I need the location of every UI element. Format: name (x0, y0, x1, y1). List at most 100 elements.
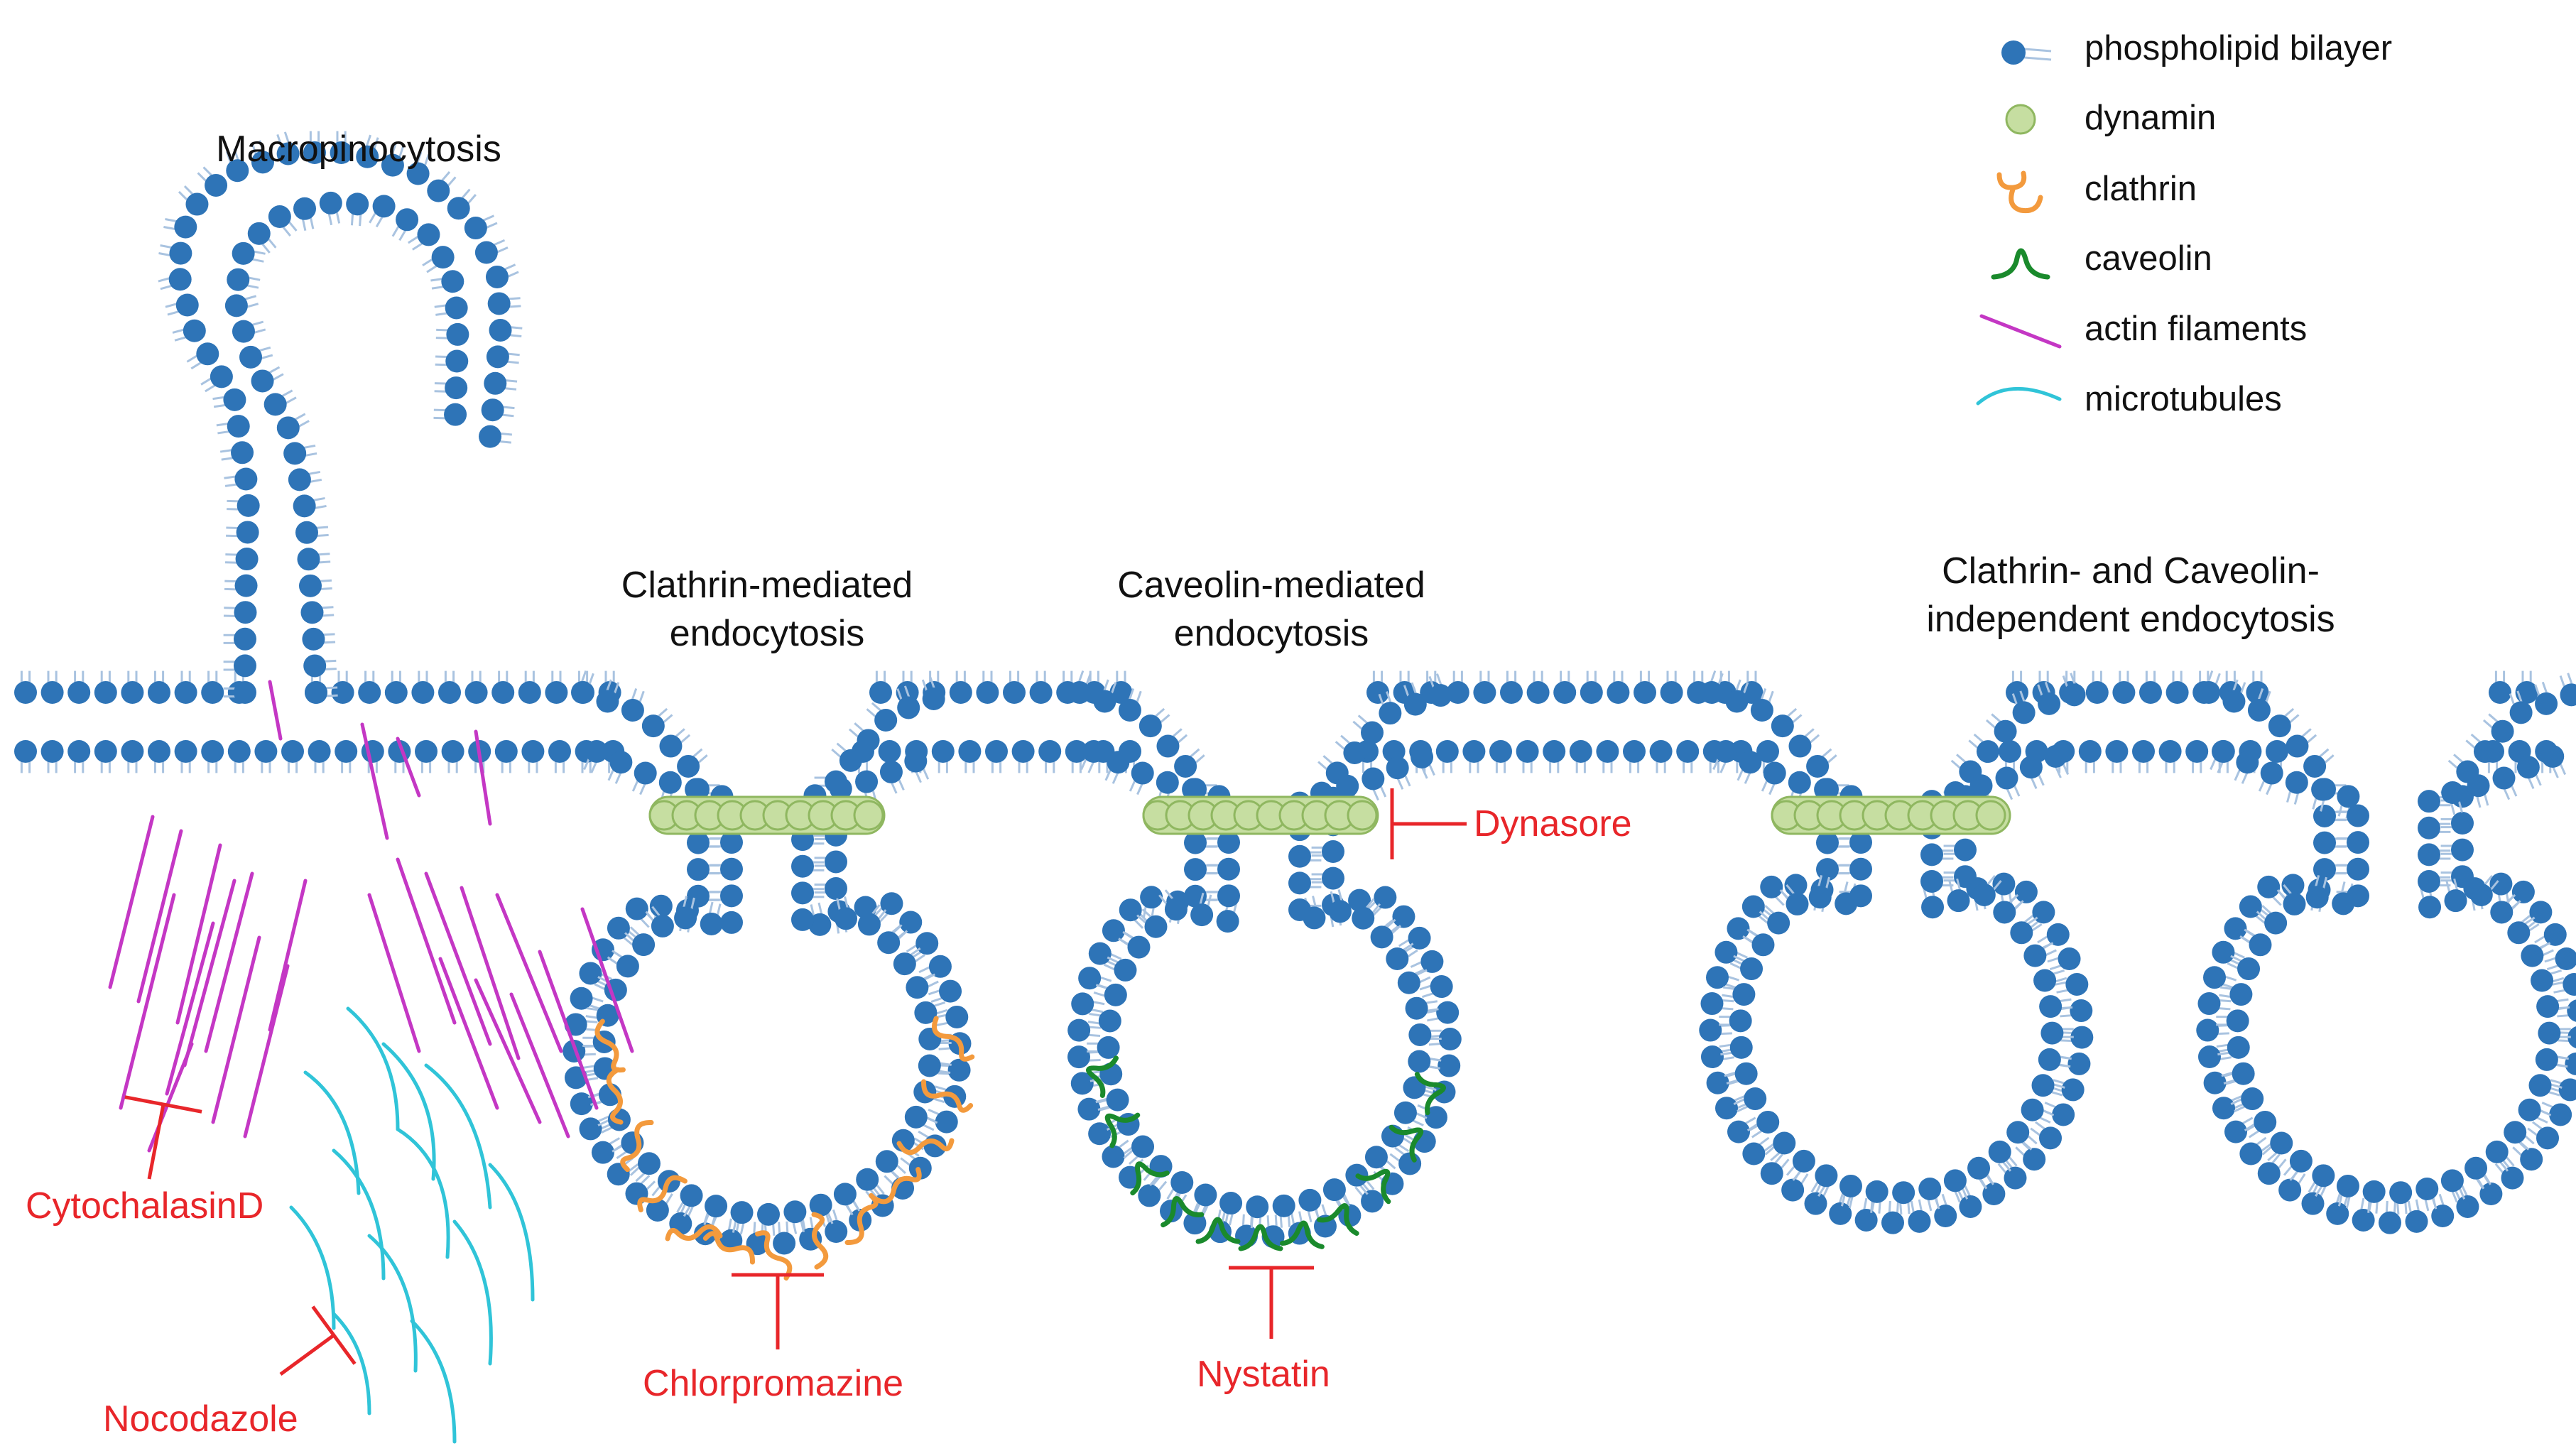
lipid-head (2549, 1103, 2572, 1126)
lipid-head (2046, 923, 2070, 946)
lipid-head (231, 441, 254, 464)
actin-filament (243, 964, 290, 1138)
clathrin-arm (755, 1230, 793, 1281)
lipid-head (1438, 1028, 1462, 1051)
lipid-head (2289, 1149, 2313, 1173)
lipid-head (2070, 999, 2093, 1023)
lipid-head (1114, 958, 1137, 982)
lipid-head (1634, 681, 1656, 704)
lipid-head (1727, 1120, 1750, 1143)
lipid-head (481, 398, 504, 422)
lipid-head (2567, 1026, 2576, 1048)
lipid-head (2105, 740, 2129, 763)
lipid-head (880, 892, 903, 915)
lipid-head (235, 548, 259, 571)
lipid-head (893, 952, 916, 976)
caveolin-unit (1355, 1168, 1391, 1205)
lipid-head (687, 831, 710, 854)
clathrin-triskelion (896, 1138, 955, 1156)
pm-top-left (14, 670, 251, 704)
lipid-head (1065, 740, 1088, 763)
clathrin-mediated-label: Clathrin-mediated endocytosis (540, 561, 994, 658)
nystatin-label: Nystatin (1197, 1354, 1330, 1395)
lipid-head (2444, 889, 2467, 913)
lipid-head (1714, 740, 1737, 763)
lipid-head (687, 858, 710, 881)
lipid-head (484, 371, 507, 395)
lipid-head (210, 365, 233, 388)
lipid-head (621, 699, 644, 722)
lipid-head (40, 681, 64, 704)
lipid-head (1107, 751, 1130, 774)
clathrin-triskelion (606, 1067, 624, 1125)
lipid-head (2139, 681, 2162, 704)
lipid-head (596, 690, 619, 713)
lipid-head (856, 1168, 879, 1191)
lipid-head (1182, 778, 1205, 801)
lipid-head (2078, 740, 2102, 763)
lipid-head (358, 681, 381, 704)
lipid-head (2065, 972, 2089, 996)
lipid-head (1364, 1146, 1388, 1169)
lipid-head (295, 521, 318, 544)
lipid-head (121, 740, 144, 763)
lipid-head (1393, 1101, 1417, 1124)
lipid-head (1908, 1210, 1931, 1233)
lipid-head (1918, 1177, 1942, 1200)
lipid-head (2006, 1121, 2030, 1144)
lipid-head (1217, 884, 1240, 908)
lipid-head (1361, 1190, 1384, 1213)
lipid-head (356, 145, 379, 168)
lipid-head (1067, 1018, 1091, 1042)
caveolin-stroke (1355, 1168, 1391, 1205)
lipid-head (1892, 1181, 1915, 1205)
lipid-head (1756, 1110, 1780, 1134)
lipid-head (2567, 999, 2576, 1022)
lipid-head (1156, 734, 1180, 758)
caveolin-unit (1388, 1124, 1424, 1163)
lipid-head (2347, 804, 2369, 827)
dynamin-legend-icon (2005, 104, 2036, 135)
lipid-head (2501, 1166, 2524, 1190)
pm-top-3 (1366, 670, 1763, 704)
lipid-head (1131, 1135, 1155, 1158)
dynasore-label: Dynasore (1474, 803, 1632, 844)
lipid-head (1954, 865, 1977, 888)
lipid-head (1959, 1195, 1982, 1218)
lipid-head (2014, 880, 2038, 903)
lipid-head (489, 318, 512, 342)
lipid-head (1699, 1018, 1722, 1042)
actin-filament (268, 680, 283, 741)
lipid-head (1386, 756, 1409, 780)
caveolin-unit (1195, 1217, 1241, 1244)
lipid-head (1298, 1188, 1322, 1212)
lipid-head (1700, 1045, 1724, 1069)
pm-bottom-left (14, 740, 625, 773)
microtubule (381, 1042, 436, 1181)
lipid-head (879, 760, 903, 783)
lipid-head (1727, 917, 1750, 940)
caveolin-bud-outer (1067, 670, 1462, 1249)
lipid-head (2535, 692, 2558, 715)
lipid-head (976, 681, 999, 704)
lipid-head (1744, 1087, 1767, 1111)
lipid-head (1489, 740, 1512, 763)
lipid-head (922, 687, 945, 710)
lipid-head (300, 601, 324, 624)
lipid-head (2061, 1078, 2085, 1102)
lipid-head (939, 979, 962, 1003)
lipid-head (2239, 1142, 2263, 1165)
lipid-head (1714, 940, 1738, 964)
lipid-head (2431, 1205, 2455, 1228)
lipid-head (2489, 681, 2511, 704)
lipid-head (283, 442, 307, 465)
lipid-head (591, 1141, 614, 1164)
caveolin-unit (1238, 1224, 1283, 1251)
inhibitor-symbols (124, 788, 1467, 1376)
lipid-head (1322, 1178, 1346, 1202)
lipid-head (2112, 681, 2136, 704)
caveolin-coat (1086, 1055, 1446, 1251)
lipid-head (825, 877, 847, 901)
lipid-head (1328, 900, 1352, 923)
lipid-head (1934, 1205, 1957, 1228)
